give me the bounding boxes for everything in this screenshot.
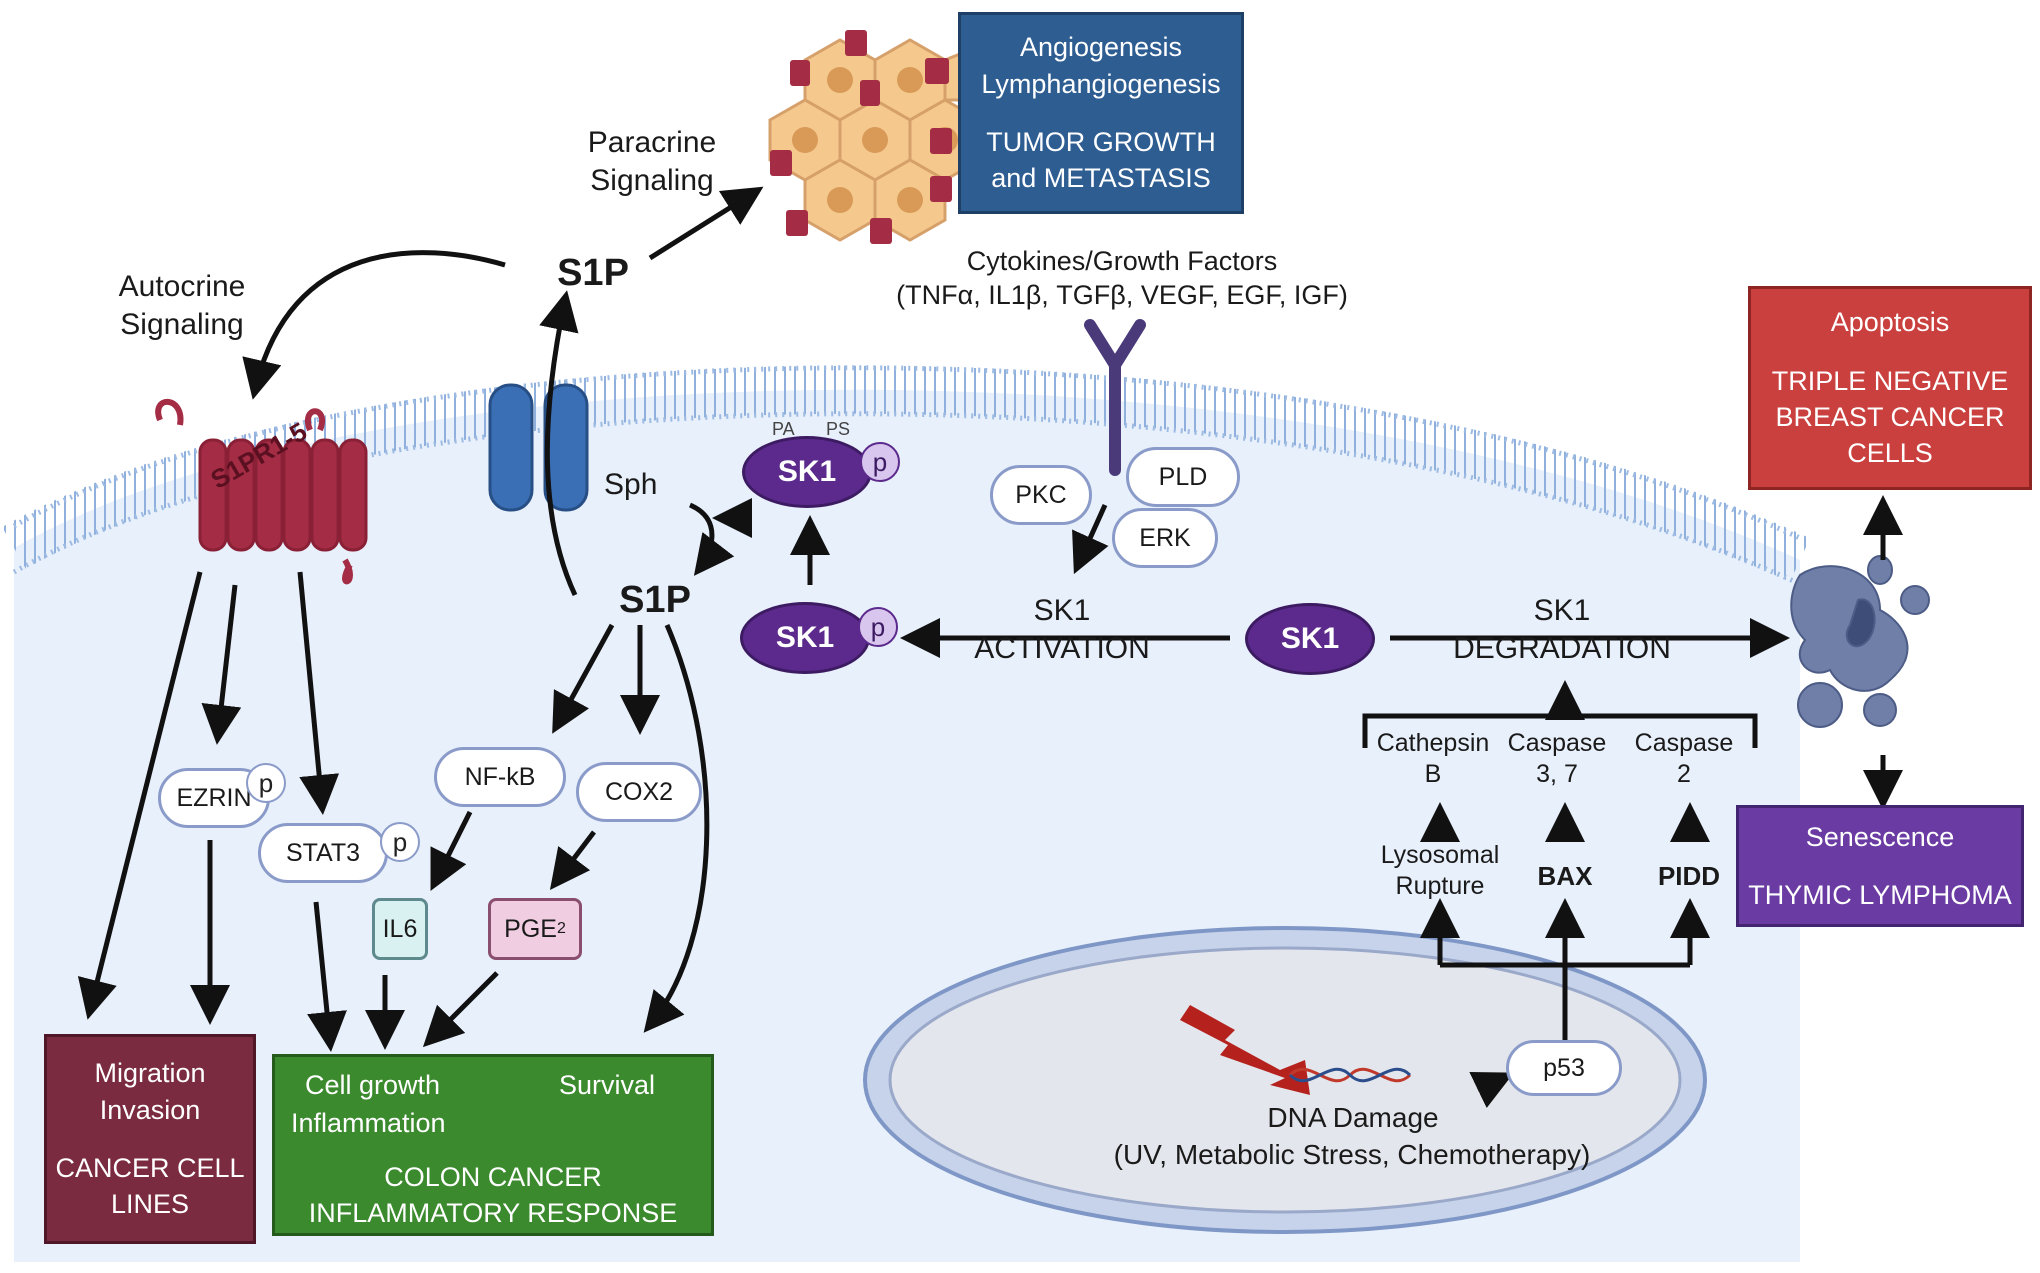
pa-label: PA — [772, 419, 795, 439]
outcome-line: LINES — [110, 1189, 190, 1220]
protease-name: Caspase — [1507, 729, 1607, 757]
phospho-badge: p — [858, 607, 898, 647]
cytokines-label: Cytokines/Growth Factors (TNFα, IL1β, TG… — [896, 245, 1348, 313]
colon-cancer-outcome-box: Cell growth Inflammation Survival COLON … — [272, 1054, 714, 1236]
stat3-node: STAT3 — [258, 823, 388, 883]
paracrine-line: Paracrine — [587, 126, 717, 159]
s1p-extracellular-label: S1P — [557, 252, 629, 294]
bax-label: BAX — [1537, 861, 1593, 891]
sk1-membrane-node: SK1 — [742, 436, 872, 508]
lightning-icon — [1180, 1005, 1310, 1095]
lysosomal-rupture-label: Lysosomal Rupture — [1381, 840, 1500, 903]
pidd-label: PIDD — [1657, 861, 1721, 891]
autocrine-label: Autocrine Signaling — [119, 268, 246, 343]
lysosomal-line: Rupture — [1395, 872, 1485, 901]
apoptosis-outcome-box: Apoptosis TRIPLE NEGATIVE BREAST CANCER … — [1748, 286, 2032, 490]
outcome-line: and METASTASIS — [991, 163, 1211, 194]
s1p-transporter-graphic — [488, 383, 589, 512]
outcome-line: Senescence — [1805, 821, 1955, 852]
s1p-intracellular-label: S1P — [619, 579, 691, 621]
lysosomal-line: Lysosomal — [1380, 841, 1500, 869]
colon-left-line: Cell growth — [305, 1070, 441, 1100]
cytokine-receptor-graphic — [1084, 319, 1146, 476]
sk1-activation-label: SK1 ACTIVATION — [974, 592, 1150, 667]
degradation-line: DEGRADATION — [1453, 631, 1671, 665]
caspase-3-7-label: Caspase 3, 7 — [1508, 728, 1607, 791]
senescence-outcome-box: Senescence THYMIC LYMPHOMA — [1736, 805, 2024, 927]
dna-damage-label: DNA Damage — [1267, 1102, 1439, 1133]
paracrine-line: Signaling — [590, 163, 714, 197]
pkc-node: PKC — [990, 465, 1092, 525]
colon-bottom-line: INFLAMMATORY RESPONSE — [308, 1198, 678, 1228]
phospho-badge: p — [860, 442, 900, 482]
cytokines-line: Cytokines/Growth Factors — [966, 246, 1278, 276]
outcome-line: BREAST CANCER — [1775, 402, 2005, 432]
outcome-line: CANCER CELL — [55, 1153, 245, 1183]
outcome-line: Migration — [94, 1058, 206, 1089]
angiogenesis-outcome-box: Angiogenesis Lymphangiogenesis TUMOR GRO… — [958, 12, 1244, 214]
sk1-node: SK1 — [1245, 603, 1375, 675]
activation-line: SK1 — [1033, 594, 1091, 627]
protease-name: Cathepsin — [1376, 729, 1490, 757]
tumor-receptors — [770, 30, 952, 244]
dna-damage-causes-label: (UV, Metabolic Stress, Chemotherapy) — [1113, 1139, 1591, 1170]
paracrine-label: Paracrine Signaling — [588, 124, 716, 199]
cathepsin-b-label: Cathepsin B — [1377, 728, 1490, 791]
ps-label: PS — [826, 419, 851, 439]
degradation-line: SK1 — [1533, 594, 1591, 627]
migration-outcome-box: Migration Invasion CANCER CELL LINES — [44, 1034, 256, 1244]
outcome-line: Lymphangiogenesis — [981, 68, 1221, 99]
protease-name: Caspase — [1634, 729, 1734, 757]
colon-left-line: Inflammation — [291, 1108, 446, 1138]
pld-node: PLD — [1126, 447, 1240, 507]
il6-node: IL6 — [372, 898, 428, 960]
outcome-line: Angiogenesis — [1019, 32, 1183, 63]
pge2-label: PGE — [504, 914, 557, 943]
protease-sub: B — [1424, 760, 1442, 789]
nfkb-node: NF-kB — [434, 747, 566, 807]
outcome-line: TRIPLE NEGATIVE — [1771, 365, 2009, 396]
protease-sub: 2 — [1677, 760, 1691, 789]
outcome-line: Apoptosis — [1830, 307, 1950, 338]
phospho-badge: p — [246, 763, 286, 803]
autocrine-line: Signaling — [120, 307, 244, 341]
pge2-subscript: 2 — [556, 920, 566, 937]
p53-node: p53 — [1506, 1040, 1622, 1096]
outcome-line: THYMIC LYMPHOMA — [1748, 880, 2012, 910]
outcome-line: CELLS — [1847, 438, 1933, 469]
erk-node: ERK — [1112, 508, 1218, 568]
s1pr-receptor-graphic — [155, 398, 368, 585]
cytokines-line: (TNFα, IL1β, TGFβ, VEGF, EGF, IGF) — [896, 279, 1348, 310]
dna-icon — [1288, 1067, 1412, 1083]
colon-survival-label: Survival — [559, 1070, 656, 1100]
protease-sub: 3, 7 — [1536, 760, 1578, 789]
activation-line: ACTIVATION — [974, 631, 1150, 665]
apoptotic-cell-graphic — [1790, 555, 1930, 728]
autocrine-line: Autocrine — [118, 270, 246, 303]
phospho-badge: p — [380, 822, 420, 862]
colon-bottom-line: COLON CANCER — [384, 1162, 602, 1192]
cox2-node: COX2 — [576, 762, 702, 822]
sph-label: Sph — [604, 468, 658, 501]
sk1-active-node: SK1 — [740, 602, 870, 674]
outcome-line: TUMOR GROWTH — [986, 127, 1216, 157]
sk1-degradation-label: SK1 DEGRADATION — [1453, 592, 1671, 667]
caspase-2-label: Caspase 2 — [1635, 728, 1734, 791]
outcome-line: Invasion — [99, 1094, 201, 1125]
